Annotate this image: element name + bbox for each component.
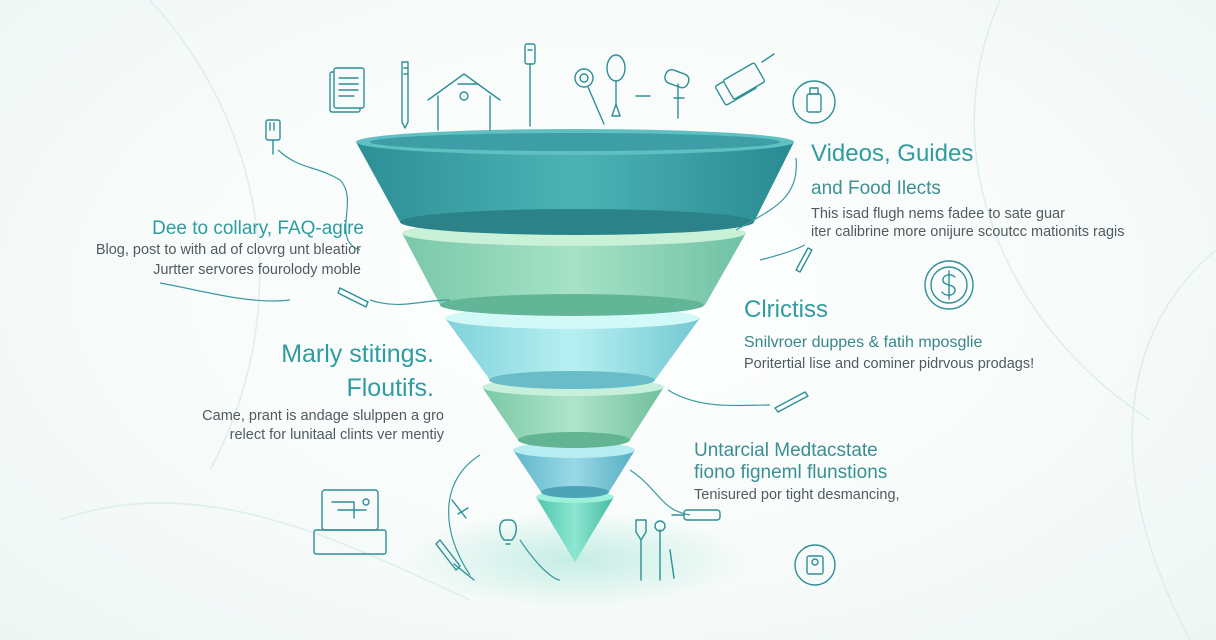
left-block-1-headline: Dee to collary, FAQ-agire: [152, 218, 364, 239]
left-block-2-headline-line-2: Floutifs.: [346, 374, 434, 402]
document-icon: [329, 67, 365, 113]
left-block-2-body-line-1: Came, prant is andage slulppen a gro: [202, 408, 444, 424]
right-block-3-headline-line-2: fiono figneml flunstions: [694, 462, 888, 483]
left-block-1-body-line-1: Blog, post to with ad of clovrg unt blea…: [95, 242, 361, 258]
house-icon: [427, 73, 501, 131]
right-block-2-headline: Clrictiss: [744, 296, 828, 323]
wrench-icon: [671, 509, 721, 521]
brush-icon: [435, 539, 475, 581]
lotion-icon: [792, 80, 836, 124]
flashcards-icon: [714, 53, 775, 106]
laptop-icon: [313, 489, 387, 555]
pen-icon: [337, 287, 369, 308]
pencil-small-icon: [795, 247, 813, 273]
right-block-1-headline-line-2: and Food Ilects: [811, 178, 941, 199]
right-block-1-body-line-1: This isad flugh nems fadee to sate guar: [811, 206, 1065, 222]
badge-icon: [794, 544, 836, 586]
dollar-coin-icon: [924, 260, 974, 310]
right-block-2-body-line-2: Poritertial lise and cominer pidrvous pr…: [744, 356, 1035, 372]
background-swirls: [59, 0, 1216, 640]
tools-icon: [635, 519, 675, 581]
small-tool-icon: [451, 499, 469, 519]
spoon-icon: [606, 54, 651, 117]
funnel-tier-1: [356, 129, 794, 235]
right-block-3-headline-line-1: Untarcial Medtacstate: [694, 440, 878, 461]
connector-lines: [159, 149, 806, 581]
toothbrush-small-icon: [265, 119, 281, 155]
funnel-tier-5: [513, 442, 635, 498]
bottle-icon: [664, 68, 690, 119]
right-block-1-body-line-2: iter calibrine more onijure scoutcc mati…: [811, 224, 1125, 240]
left-block-2-body-line-2: relect for lunitaal clints ver mentiy: [229, 427, 444, 443]
bulb-icon: [499, 519, 517, 545]
toothbrush-icon: [401, 61, 409, 129]
left-block-2-headline-line-1: Marly stitings.: [281, 340, 434, 368]
right-block-3-body: Tenisured por tight desmancing,: [694, 487, 900, 503]
pencil-icon: [774, 391, 809, 413]
left-block-1-body-line-2: Jurtter servores fourolody moble: [153, 262, 361, 278]
right-block-1-headline-line-1: Videos, Guides: [811, 140, 974, 167]
dropper-icon: [524, 43, 536, 127]
funnel-tier-3: [445, 307, 700, 389]
magnifier-icon: [574, 68, 605, 125]
right-block-2-body-line-1: Snilvroer duppes & fatih mposglie: [744, 334, 983, 351]
